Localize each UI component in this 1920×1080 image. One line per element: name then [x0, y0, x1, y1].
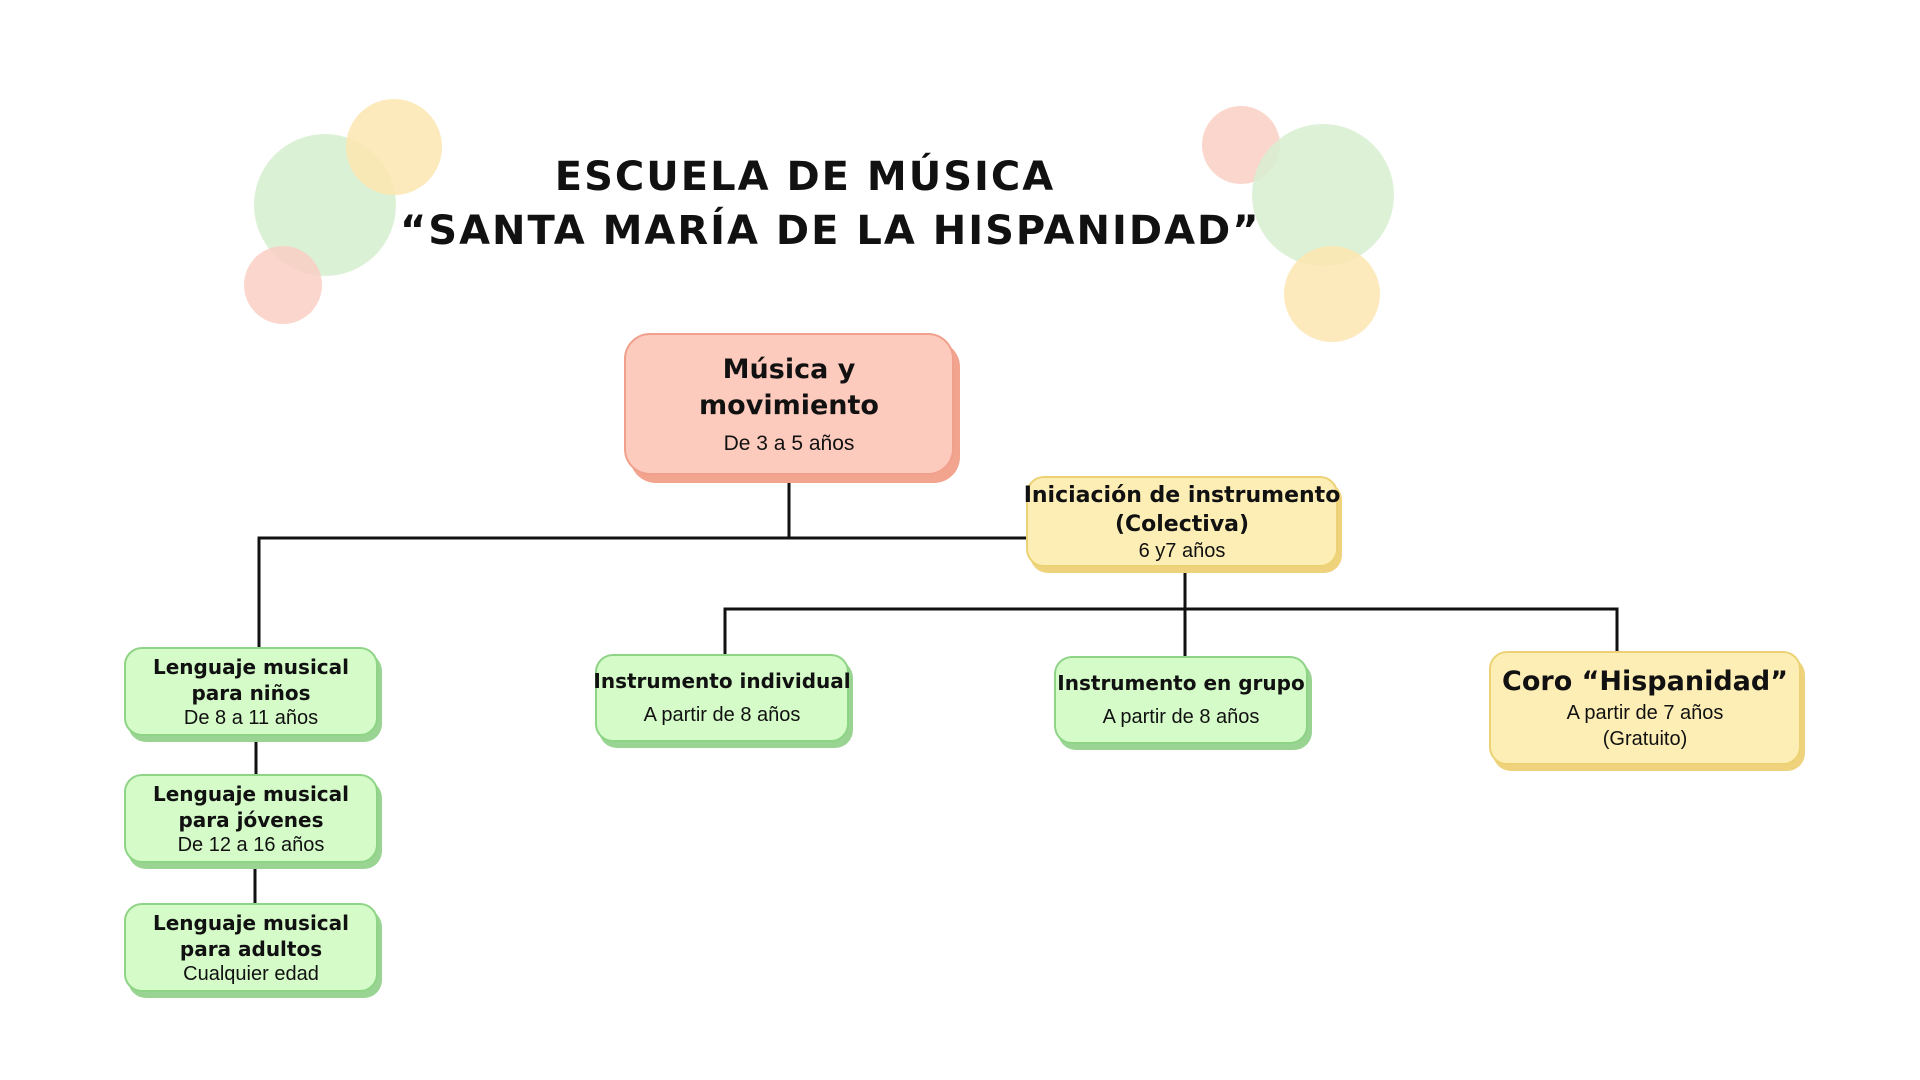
node-subtitle: A partir de 8 años: [643, 704, 801, 726]
node-instrumento-individual: Instrumento individual A partir de 8 año…: [593, 654, 851, 742]
node-title-line-2: (Colectiva): [1114, 511, 1250, 537]
node-title-line-2: para adultos: [179, 936, 323, 961]
node-coro-hispanidad: Coro “Hispanidad” A partir de 7 años (Gr…: [1489, 651, 1801, 765]
decor-circle-yellow-right: [1284, 246, 1380, 342]
page-title: ESCUELA DE MÚSICA “SANTA MARÍA DE LA HIS…: [400, 150, 1261, 258]
node-title: Coro “Hispanidad”: [1502, 666, 1788, 697]
node-title: Lenguaje musical: [152, 654, 350, 679]
node-subtitle: A partir de 8 años: [1102, 706, 1260, 728]
node-subtitle-line-2: (Gratuito): [1602, 728, 1688, 750]
node-iniciacion-instrumento: Iniciación de instrumento (Colectiva) 6 …: [1023, 476, 1341, 567]
node-subtitle: De 12 a 16 años: [177, 833, 325, 856]
title-line-1: ESCUELA DE MÚSICA: [554, 154, 1056, 200]
node-title: Lenguaje musical: [152, 910, 350, 935]
node-instrumento-grupo: Instrumento en grupo A partir de 8 años: [1054, 656, 1308, 744]
node-subtitle: A partir de 7 años: [1566, 702, 1724, 724]
decor-circle-yellow-left: [346, 99, 442, 195]
node-subtitle: De 3 a 5 años: [723, 432, 855, 455]
node-title: Iniciación de instrumento: [1023, 482, 1341, 508]
node-subtitle: Cualquier edad: [183, 962, 319, 985]
node-title-line-2: para niños: [191, 680, 311, 705]
node-title: Instrumento en grupo: [1057, 671, 1305, 695]
node-lenguaje-jovenes: Lenguaje musical para jóvenes De 12 a 16…: [124, 774, 378, 863]
node-title-line-2: para jóvenes: [178, 807, 324, 832]
title-line-2: “SANTA MARÍA DE LA HISPANIDAD”: [400, 208, 1261, 254]
decor-circle-green-right: [1252, 124, 1394, 266]
node-subtitle: 6 y7 años: [1138, 539, 1226, 562]
node-subtitle: De 8 a 11 años: [183, 706, 319, 729]
node-lenguaje-ninos: Lenguaje musical para niños De 8 a 11 añ…: [124, 647, 378, 736]
node-title: Instrumento individual: [593, 669, 851, 693]
node-title: Lenguaje musical: [152, 781, 350, 806]
node-lenguaje-adultos: Lenguaje musical para adultos Cualquier …: [124, 903, 378, 992]
node-title: Música y movimiento: [699, 354, 879, 421]
node-musica-y-movimiento: Música y movimiento De 3 a 5 años: [624, 333, 954, 475]
decor-circle-pink-left: [244, 246, 322, 324]
